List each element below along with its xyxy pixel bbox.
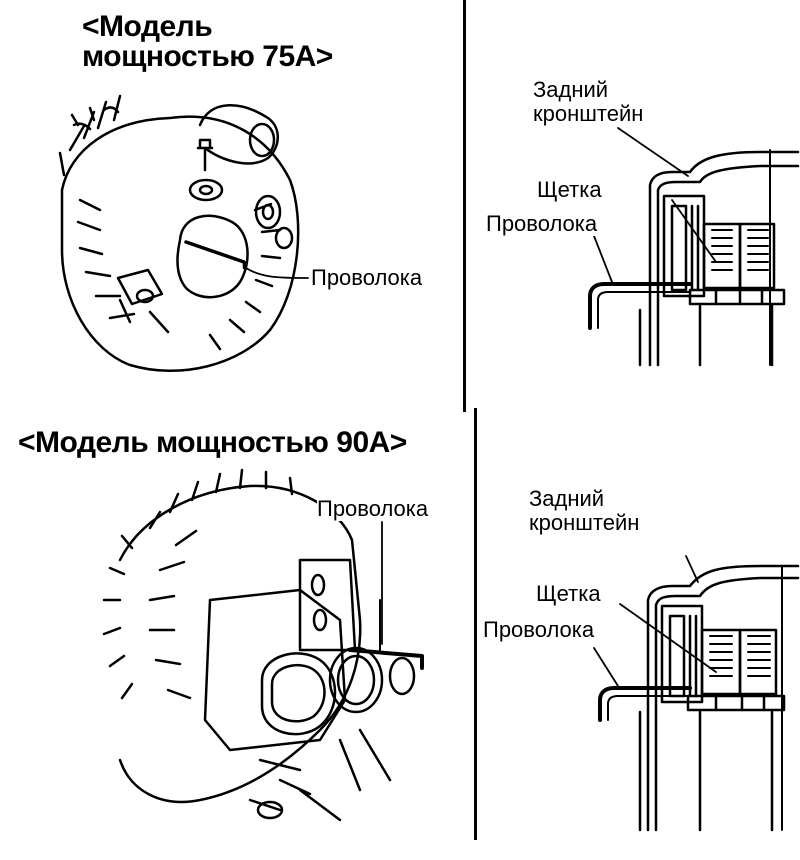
label-brush-75a: Щетка (537, 177, 602, 202)
label-rear-bracket-90a-line2: кронштейн (529, 510, 640, 535)
label-wire-75a: Проволока (311, 265, 423, 290)
alternator-75a-drawing (58, 94, 300, 372)
alternator-90a-drawing (102, 468, 424, 822)
leader-brush-75a (671, 199, 717, 263)
leader-wire-75a (245, 267, 309, 279)
leader-brush-90a (619, 603, 717, 673)
label-rear-bracket-75a-line2: кронштейн (533, 101, 644, 126)
cross-section-90a-drawing (598, 564, 800, 832)
leader-wire-90a-section (593, 647, 619, 687)
leader-rear-bracket-90a (685, 555, 699, 583)
label-rear-bracket-90a-line1: Задний (529, 486, 605, 511)
title-model-75a-line1: <Модель (82, 10, 213, 43)
label-brush-90a: Щетка (536, 581, 601, 606)
leader-rear-bracket-75a (617, 127, 689, 177)
label-rear-bracket-75a-line1: Задний (533, 77, 609, 102)
divider-top (463, 0, 466, 412)
cross-section-75a-drawing (588, 149, 800, 367)
title-model-75a-line2: мощностью 75А> (82, 40, 333, 73)
label-wire-90a: Проволока (317, 496, 429, 521)
divider-bottom (474, 408, 477, 840)
title-model-90a: <Модель мощностью 90А> (18, 426, 407, 459)
leader-wire-75a-section (593, 235, 613, 283)
label-wire-75a-section: Проволока (486, 211, 598, 236)
label-wire-90a-section: Проволока (483, 617, 595, 642)
